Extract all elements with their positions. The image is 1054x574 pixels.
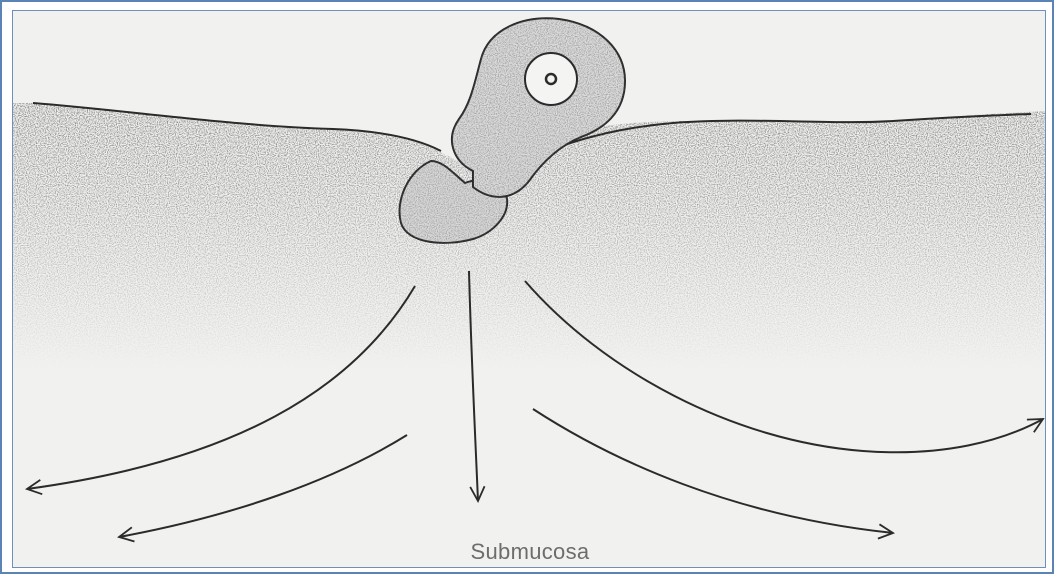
submucosa-label: Submucosa	[13, 539, 1046, 565]
tissue-diagram	[13, 11, 1046, 568]
diagram-panel: Submucosa	[12, 10, 1046, 568]
arrow-left-lower	[119, 435, 407, 537]
arrow-right-lower	[533, 409, 893, 533]
nucleus	[525, 53, 577, 105]
